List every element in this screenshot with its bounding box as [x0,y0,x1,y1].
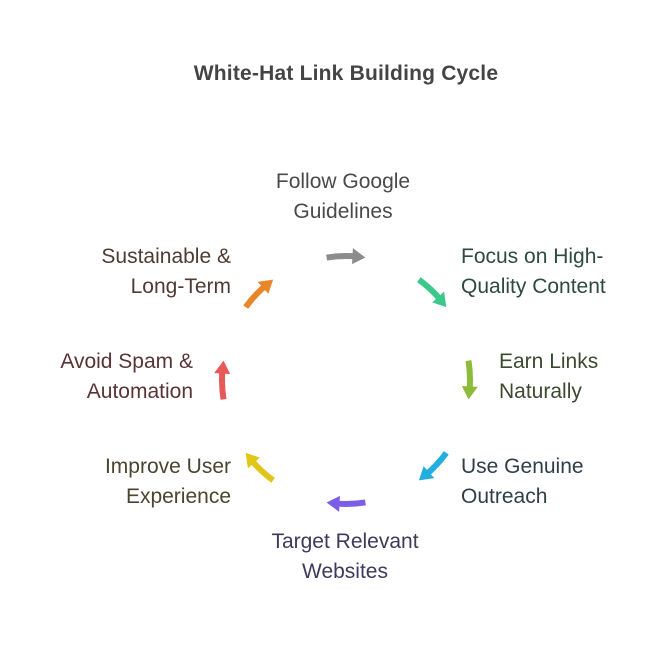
step-3-line-1: Earn Links [499,350,599,373]
arrow-head-icon [245,452,260,469]
step-label-focus-on-high-quality-content: Focus on High- Quality Content [461,242,606,302]
step-label-follow-google-guidelines: Follow Google Guidelines [243,167,443,227]
cycle-arrow-3 [461,360,478,400]
step-label-avoid-spam-automation: Avoid Spam & Automation [60,347,193,407]
arrow-head-icon [461,386,478,400]
step-1-line-1: Follow Google [275,170,411,193]
cycle-arrow-8 [243,279,274,309]
step-6-line-2: Experience [125,485,231,508]
arrow-head-icon [418,466,435,481]
cycle-arrow-5 [326,495,366,512]
arrow-head-icon [214,360,231,374]
step-8-line-1: Sustainable & [101,245,231,268]
step-7-line-1: Avoid Spam & [60,350,193,373]
step-4-line-1: Use Genuine [461,455,584,478]
step-5-line-2: Websites [302,560,388,583]
step-1-line-2: Guidelines [293,200,393,223]
cycle-arrow-4 [418,451,449,481]
arrow-head-icon [432,291,447,308]
cycle-arrow-6 [245,452,275,483]
diagram-title: White-Hat Link Building Cycle [193,62,499,85]
arrow-head-icon [352,248,366,265]
step-label-target-relevant-websites: Target Relevant Websites [235,527,455,587]
arrow-head-icon [326,495,340,512]
step-8-line-2: Long-Term [130,275,231,298]
step-5-line-1: Target Relevant [271,530,419,553]
step-2-line-1: Focus on High- [461,245,604,268]
step-2-line-2: Quality Content [461,275,606,298]
step-label-sustainable-long-term: Sustainable & Long-Term [101,242,231,302]
step-3-line-2: Naturally [499,380,582,403]
cycle-arrow-7 [214,360,231,400]
step-7-line-2: Automation [86,380,193,403]
step-4-line-2: Outreach [461,485,548,508]
step-label-use-genuine-outreach: Use Genuine Outreach [461,452,584,512]
cycle-arrow-2 [417,277,447,308]
step-6-line-1: Improve User [104,455,231,478]
cycle-arrow-1 [326,248,366,265]
step-label-earn-links-naturally: Earn Links Naturally [499,347,598,407]
arrow-head-icon [257,279,274,294]
step-label-improve-user-experience: Improve User Experience [105,452,231,512]
